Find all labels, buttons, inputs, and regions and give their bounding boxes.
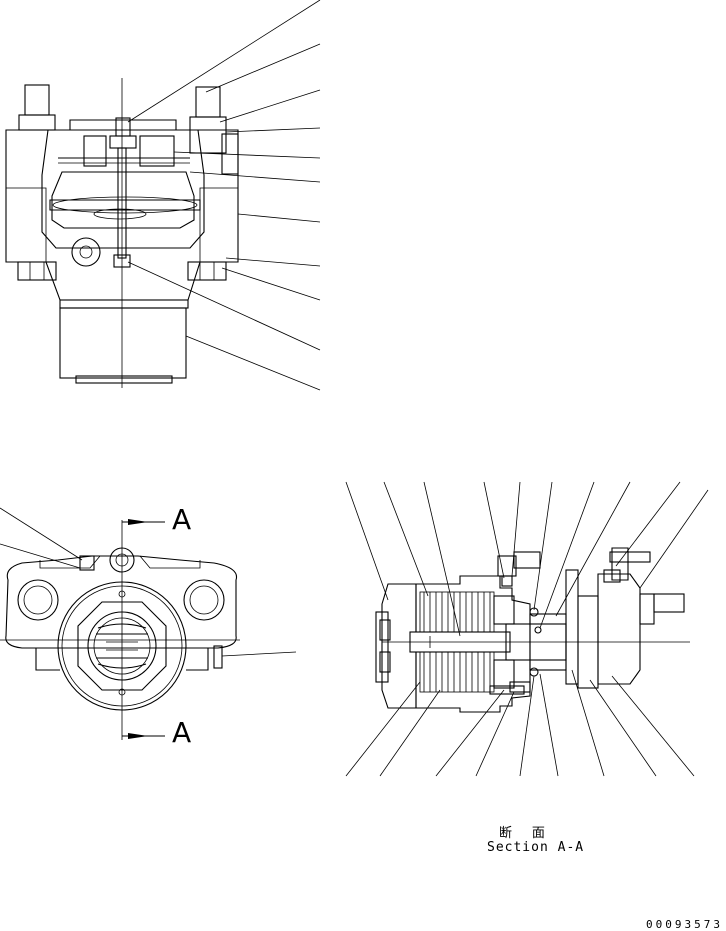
end-view bbox=[0, 507, 297, 740]
section-arrow-top-icon bbox=[128, 519, 148, 525]
section-a-a-view bbox=[345, 481, 709, 777]
section-marker-top: A bbox=[172, 503, 192, 536]
top-view-assembly bbox=[5, 0, 321, 391]
drawing-number: 00093573 bbox=[646, 918, 723, 931]
section-caption-english: Section A-A bbox=[487, 840, 585, 855]
section-arrow-bottom-icon bbox=[128, 733, 148, 739]
section-marker-bottom: A bbox=[172, 716, 192, 749]
section-caption-japanese: 断 面 bbox=[499, 826, 551, 841]
